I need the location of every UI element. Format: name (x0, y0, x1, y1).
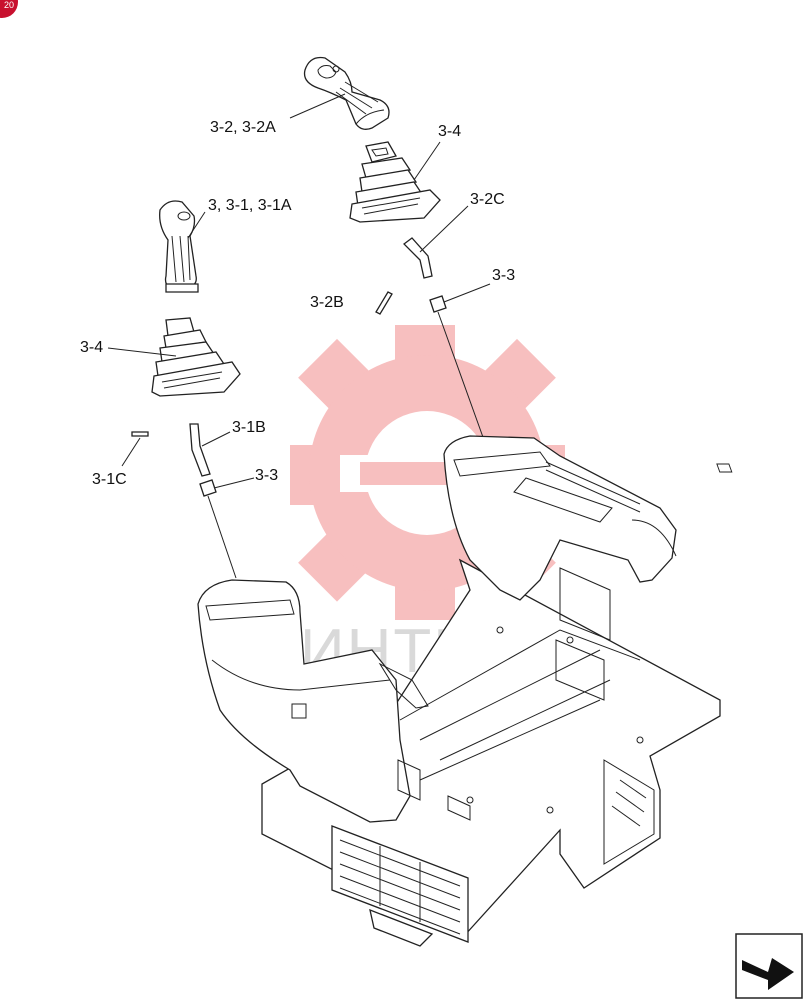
console-left (197, 579, 471, 823)
floor-frame (261, 558, 721, 947)
joystick-grip-left (159, 200, 199, 293)
lever-link-right (403, 237, 433, 279)
nut-left (199, 479, 217, 497)
rubber-boot-top (349, 141, 441, 223)
rubber-boot-left (151, 317, 241, 397)
callout-3-1b: 3-1B (232, 419, 266, 436)
callout-3-3-left: 3-3 (255, 467, 278, 484)
callout-3-2: 3-2, 3-2A (210, 119, 276, 136)
lever-link-left (189, 423, 211, 477)
callout-3-2b: 3-2B (310, 294, 344, 311)
callout-3-3-right: 3-3 (492, 267, 515, 284)
page-badge: 20 (0, 0, 18, 18)
next-page-arrow-icon[interactable] (735, 933, 803, 999)
callout-3-1: 3, 3-1, 3-1A (208, 197, 292, 214)
console-right (443, 435, 733, 701)
callout-3-1c: 3-1C (92, 471, 127, 488)
page-badge-text: 20 (4, 0, 14, 10)
callout-3-2c: 3-2C (470, 191, 505, 208)
callout-3-4-top: 3-4 (438, 123, 461, 140)
nut-right (429, 295, 447, 313)
pin-right (375, 291, 393, 315)
pin-left (131, 431, 149, 437)
callout-3-4-left: 3-4 (80, 339, 103, 356)
joystick-grip-right (303, 56, 390, 130)
